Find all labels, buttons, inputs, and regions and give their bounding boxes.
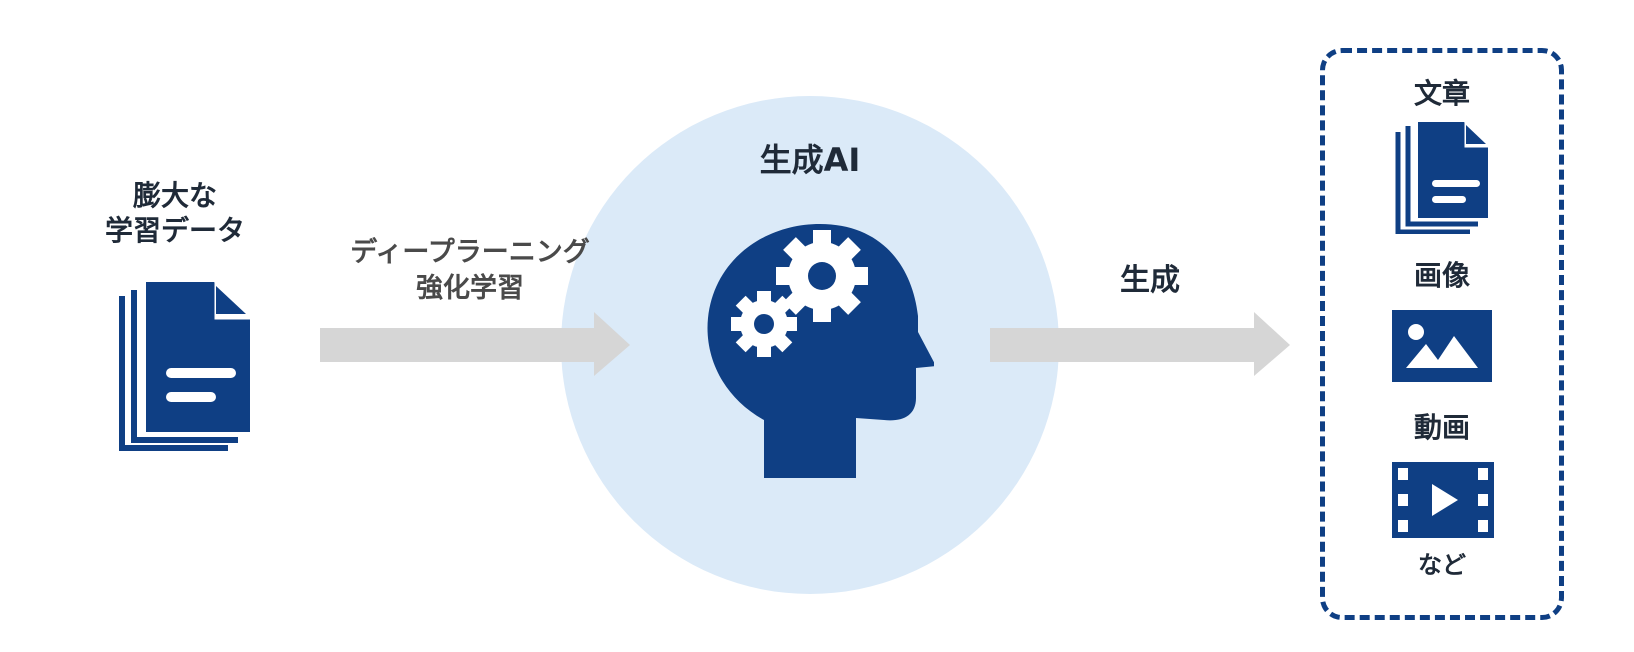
output-more-label: など [1418, 551, 1466, 579]
generate-label: 生成 [1120, 263, 1180, 298]
generate-arrow [990, 312, 1290, 376]
document-icon [1392, 122, 1492, 234]
image-icon [1392, 310, 1492, 382]
center-title: 生成AI [759, 141, 861, 179]
process-label-line2: 強化学習 [416, 273, 524, 304]
head-with-gears-icon [704, 220, 934, 480]
process-arrow [320, 312, 630, 376]
document-stack-icon [110, 282, 260, 452]
output-box [1320, 48, 1564, 620]
video-icon [1392, 462, 1494, 538]
output-label-image: 画像 [1413, 259, 1470, 292]
process-label-line1: ディープラーニング [350, 237, 590, 268]
input-title: 膨大な 学習データ [104, 179, 245, 247]
output-label-text: 文章 [1413, 77, 1470, 110]
output-label-video: 動画 [1413, 411, 1470, 444]
